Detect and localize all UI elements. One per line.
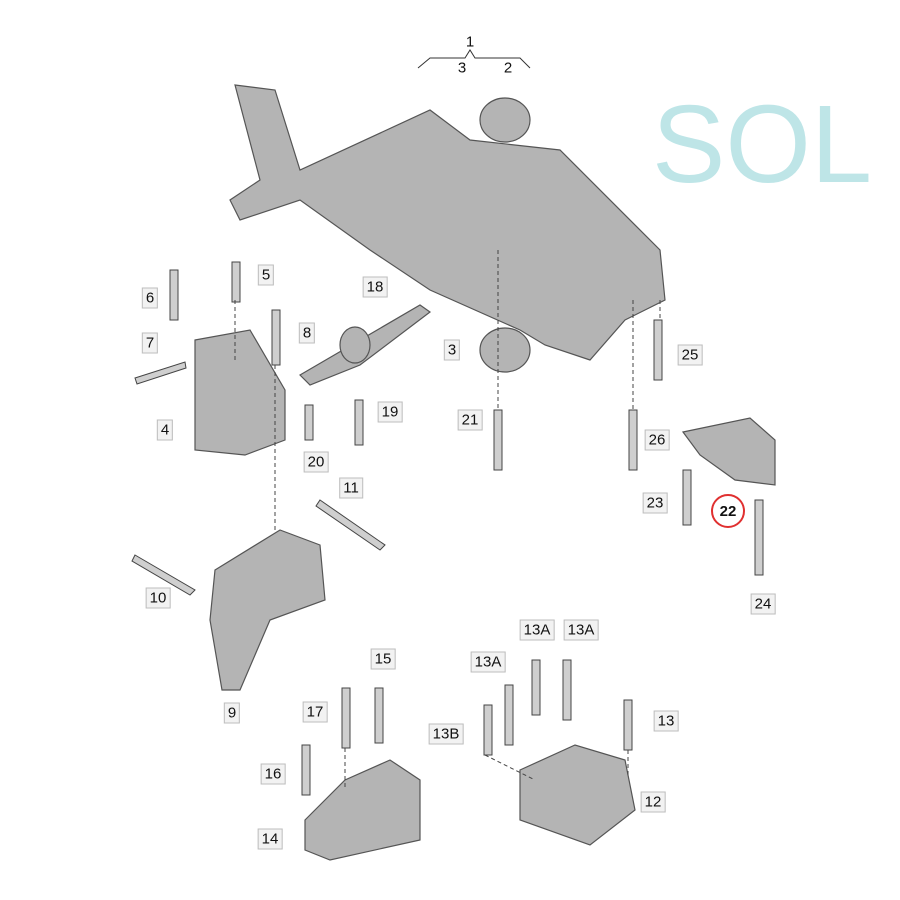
bolt-11 [315,499,386,551]
callout-13Ac: 13A [563,619,599,641]
bolt-15 [374,687,384,744]
callout-16: 16 [260,763,286,785]
callout-7: 7 [141,332,159,354]
callout-22: 22 [711,494,745,528]
callout-3b: 3 [443,339,461,361]
bolt-26 [628,409,638,471]
bolt-5 [231,261,241,303]
bolt-17 [341,687,351,749]
bushing-3 [479,327,531,373]
bolt-13A-2 [531,659,541,716]
callout-3a: 3 [457,59,467,77]
callout-12: 12 [640,791,666,813]
bolt-13A-1 [504,684,514,746]
bolt-10 [131,554,196,596]
callout-17: 17 [302,701,328,723]
callout-2: 2 [503,59,513,77]
bracket-1 [417,49,531,69]
bolt-23 [682,469,692,526]
callout-5: 5 [257,264,275,286]
callout-24: 24 [750,593,776,615]
callout-4: 4 [156,419,174,441]
bolt-25 [653,319,663,381]
bolt-13 [623,699,633,751]
subframe [229,84,666,361]
callout-26: 26 [644,429,670,451]
bolt-13B [483,704,493,756]
callout-14: 14 [257,828,283,850]
bolt-7 [134,361,187,385]
bolt-6 [169,269,179,321]
bolt-19 [354,399,364,446]
callout-13: 13 [653,710,679,732]
callout-11: 11 [339,477,363,499]
callout-9: 9 [223,702,241,724]
callout-8: 8 [298,322,316,344]
control-arm-bushing-22 [681,417,776,486]
bolt-21 [493,409,503,471]
bolt-16 [301,744,311,796]
callout-19: 19 [377,401,403,423]
callout-10: 10 [145,587,171,609]
engine-mount-4 [194,329,286,456]
mount-14 [304,759,421,861]
bracket-9 [209,529,326,691]
bolt-20 [304,404,314,441]
bolt-8 [271,309,281,366]
callout-13Ab: 13A [519,619,555,641]
callout-6: 6 [141,287,159,309]
bolt-24 [754,499,764,576]
callout-25: 25 [677,344,703,366]
callout-18: 18 [362,276,388,298]
callout-15: 15 [370,648,396,670]
watermark: SOL [652,83,873,206]
callout-13Aa: 13A [470,651,506,673]
callout-20: 20 [303,451,329,473]
callout-13B: 13B [428,723,464,745]
callout-21: 21 [457,409,483,431]
callout-1: 1 [465,33,475,51]
bolt-13A-3 [562,659,572,721]
mount-12 [519,744,636,846]
callout-23: 23 [642,492,668,514]
bushing-2 [479,97,531,143]
